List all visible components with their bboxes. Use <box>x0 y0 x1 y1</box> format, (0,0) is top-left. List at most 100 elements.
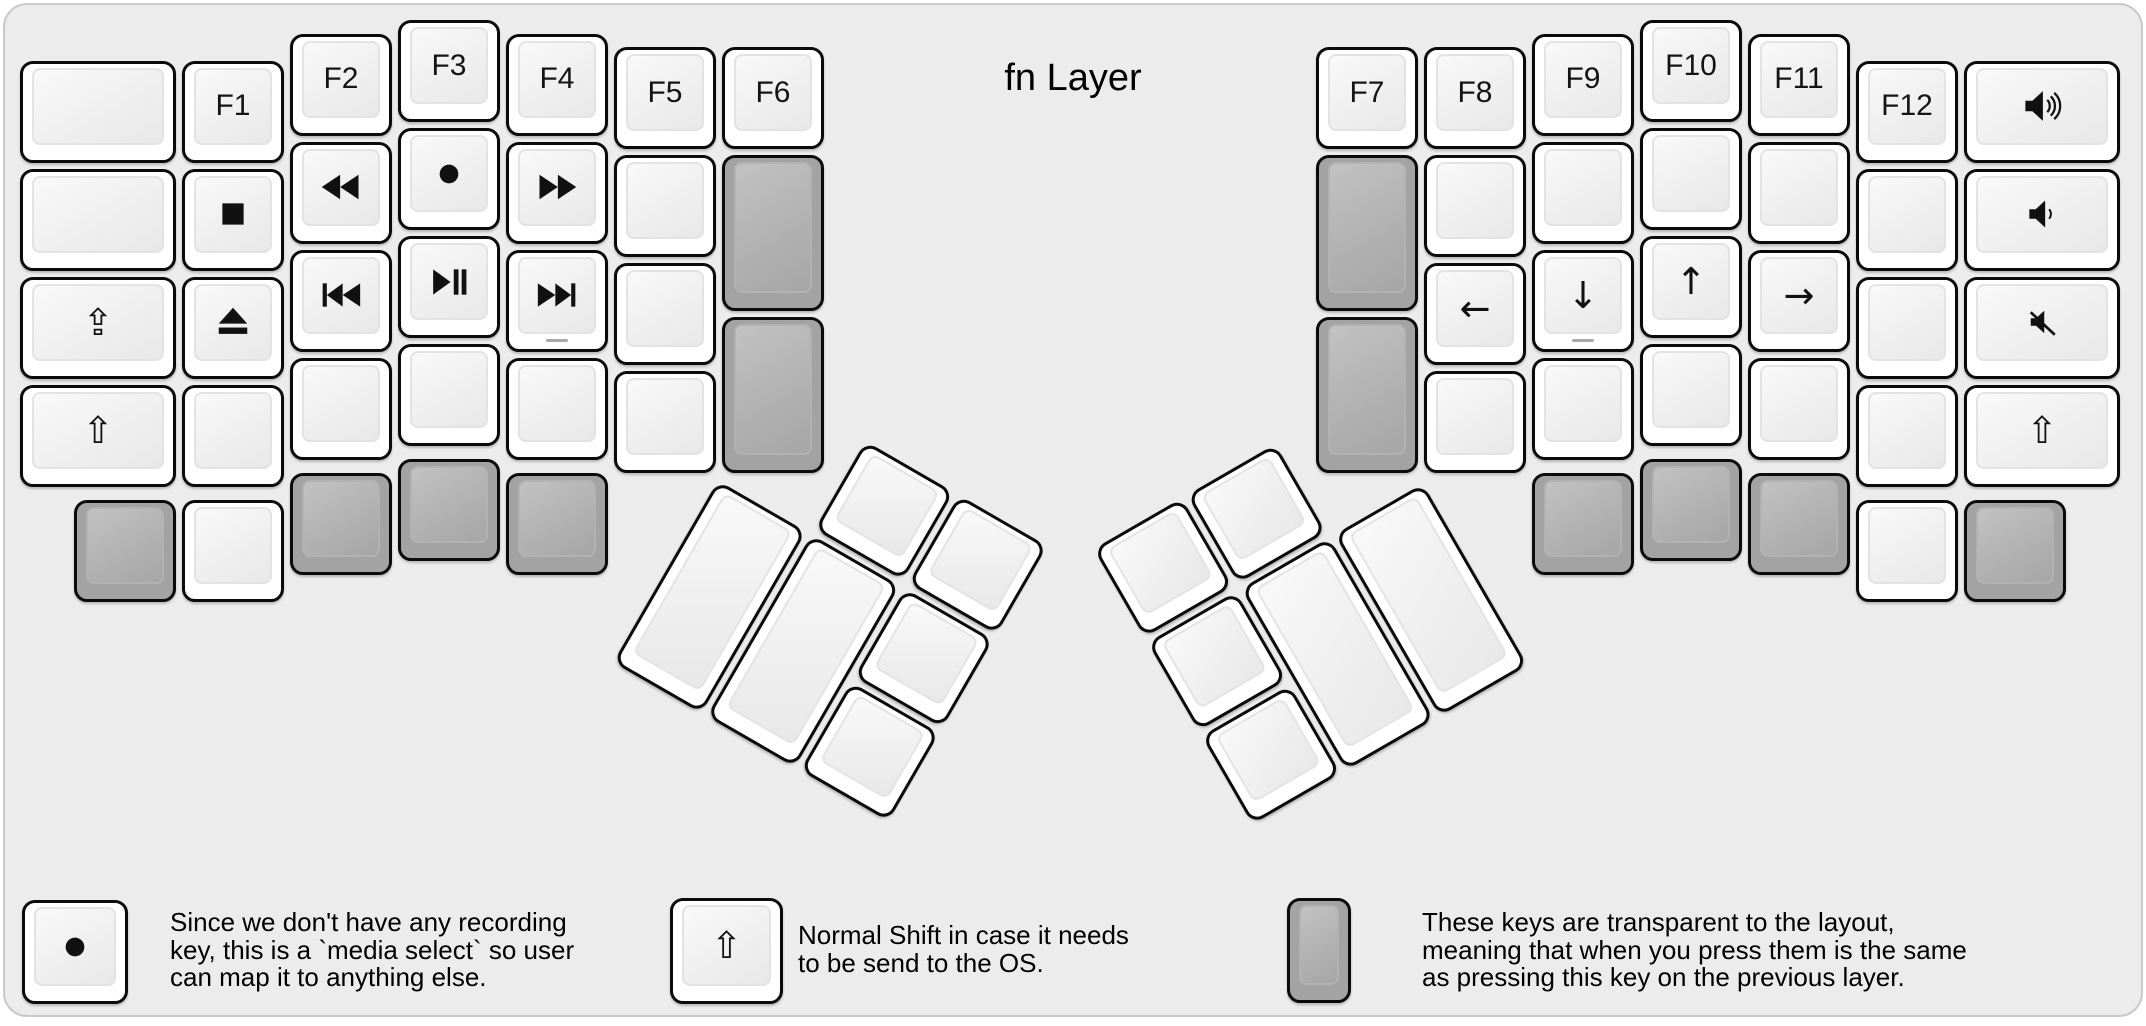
keytop <box>1868 175 1946 253</box>
key-blank[interactable] <box>614 155 716 257</box>
key-blank[interactable] <box>1532 141 1634 244</box>
key-transparent[interactable] <box>1640 459 1742 562</box>
key-f3[interactable]: F3 <box>398 20 500 122</box>
key-label: F9 <box>1565 62 1601 95</box>
keytop <box>1868 283 1946 361</box>
key-f12[interactable]: F12 <box>1856 60 1958 163</box>
key-f1[interactable]: F1 <box>182 60 284 163</box>
key-blank[interactable] <box>182 499 284 602</box>
key-transparent[interactable] <box>398 459 500 562</box>
key-label: F8 <box>1457 75 1493 109</box>
key-glyph: ← <box>1459 287 1491 330</box>
key-volume-up[interactable] <box>1964 60 2120 163</box>
key-shift-left[interactable]: ⇧ <box>20 384 176 487</box>
key-shift-right[interactable]: ⇧ <box>1964 384 2120 487</box>
key-label: F2 <box>323 62 359 95</box>
key-transparent[interactable] <box>1532 472 1634 575</box>
keytop: F9 <box>1544 40 1622 118</box>
keytop: F3 <box>410 27 488 104</box>
keytop <box>410 466 488 544</box>
key-fast-forward[interactable] <box>506 141 608 244</box>
key-transparent[interactable] <box>506 472 608 575</box>
key-f5[interactable]: F5 <box>614 47 716 149</box>
key-next-track[interactable] <box>506 249 608 352</box>
key-transparent[interactable] <box>722 155 824 311</box>
key-mute[interactable] <box>1964 276 2120 379</box>
key-record[interactable] <box>398 128 500 230</box>
key-f7[interactable]: F7 <box>1316 47 1418 149</box>
keytop <box>410 351 488 428</box>
key-blank[interactable] <box>506 357 608 460</box>
key-blank[interactable] <box>20 60 176 163</box>
record-icon <box>65 937 85 956</box>
key-transparent[interactable] <box>290 472 392 575</box>
key-transparent[interactable] <box>74 499 176 602</box>
homing-bar <box>546 338 568 342</box>
key-arrow-up[interactable]: ↑ <box>1640 236 1742 338</box>
key-blank[interactable] <box>1424 155 1526 257</box>
keytop <box>1328 324 1406 455</box>
key-arrow-left[interactable]: ← <box>1424 263 1526 365</box>
keytop <box>1652 466 1730 544</box>
key-volume-down[interactable] <box>1964 168 2120 271</box>
keytop <box>626 270 704 347</box>
keytop: F4 <box>518 40 596 118</box>
legend-shift-key: ⇧ <box>670 898 783 1004</box>
key-label: F6 <box>755 75 791 109</box>
key-blank[interactable] <box>1856 168 1958 271</box>
key-transparent[interactable] <box>1316 155 1418 311</box>
key-blank[interactable] <box>1424 371 1526 473</box>
key-blank[interactable] <box>1532 357 1634 460</box>
keytop <box>1760 364 1838 442</box>
key-label: F11 <box>1774 62 1824 95</box>
key-transparent[interactable] <box>722 317 824 473</box>
key-transparent[interactable] <box>1748 472 1850 575</box>
key-play-pause[interactable] <box>398 236 500 338</box>
key-blank[interactable] <box>1748 357 1850 460</box>
key-arrow-down[interactable]: ↓ <box>1532 249 1634 352</box>
keytop <box>819 694 926 800</box>
keytop <box>518 148 596 226</box>
stop-icon <box>222 203 244 225</box>
key-blank[interactable] <box>182 384 284 487</box>
keytop: ⇧ <box>32 391 164 469</box>
keytop: ⇪ <box>32 283 164 361</box>
key-blank[interactable] <box>290 357 392 460</box>
keytop <box>1652 135 1730 212</box>
key-rewind[interactable] <box>290 141 392 244</box>
key-blank[interactable] <box>1640 344 1742 446</box>
keytop: ⇧ <box>682 905 771 986</box>
key-blank[interactable] <box>1856 384 1958 487</box>
rewind-icon <box>321 174 359 200</box>
key-prev-track[interactable] <box>290 249 392 352</box>
key-blank[interactable] <box>614 263 716 365</box>
eject-icon <box>218 307 248 334</box>
keytop <box>518 479 596 557</box>
key-f8[interactable]: F8 <box>1424 47 1526 149</box>
key-blank[interactable] <box>1640 128 1742 230</box>
key-blank[interactable] <box>1856 499 1958 602</box>
key-stop[interactable] <box>182 168 284 271</box>
key-f9[interactable]: F9 <box>1532 33 1634 136</box>
keytop <box>1215 697 1322 803</box>
key-arrow-right[interactable]: → <box>1748 249 1850 352</box>
key-blank[interactable] <box>1856 276 1958 379</box>
key-f6[interactable]: F6 <box>722 47 824 149</box>
key-blank[interactable] <box>614 371 716 473</box>
key-f11[interactable]: F11 <box>1748 33 1850 136</box>
keytop: F1 <box>194 67 272 145</box>
key-f4[interactable]: F4 <box>506 33 608 136</box>
key-transparent[interactable] <box>1964 499 2066 602</box>
keytop <box>1760 148 1838 226</box>
next-track-icon <box>537 283 576 307</box>
keytop <box>302 256 380 334</box>
key-f2[interactable]: F2 <box>290 33 392 136</box>
key-blank[interactable] <box>1748 141 1850 244</box>
key-f10[interactable]: F10 <box>1640 20 1742 122</box>
key-eject[interactable] <box>182 276 284 379</box>
keytop <box>194 506 272 584</box>
key-transparent[interactable] <box>1316 317 1418 473</box>
key-blank[interactable] <box>20 168 176 271</box>
key-blank[interactable] <box>398 344 500 446</box>
key-caps-lock[interactable]: ⇪ <box>20 276 176 379</box>
